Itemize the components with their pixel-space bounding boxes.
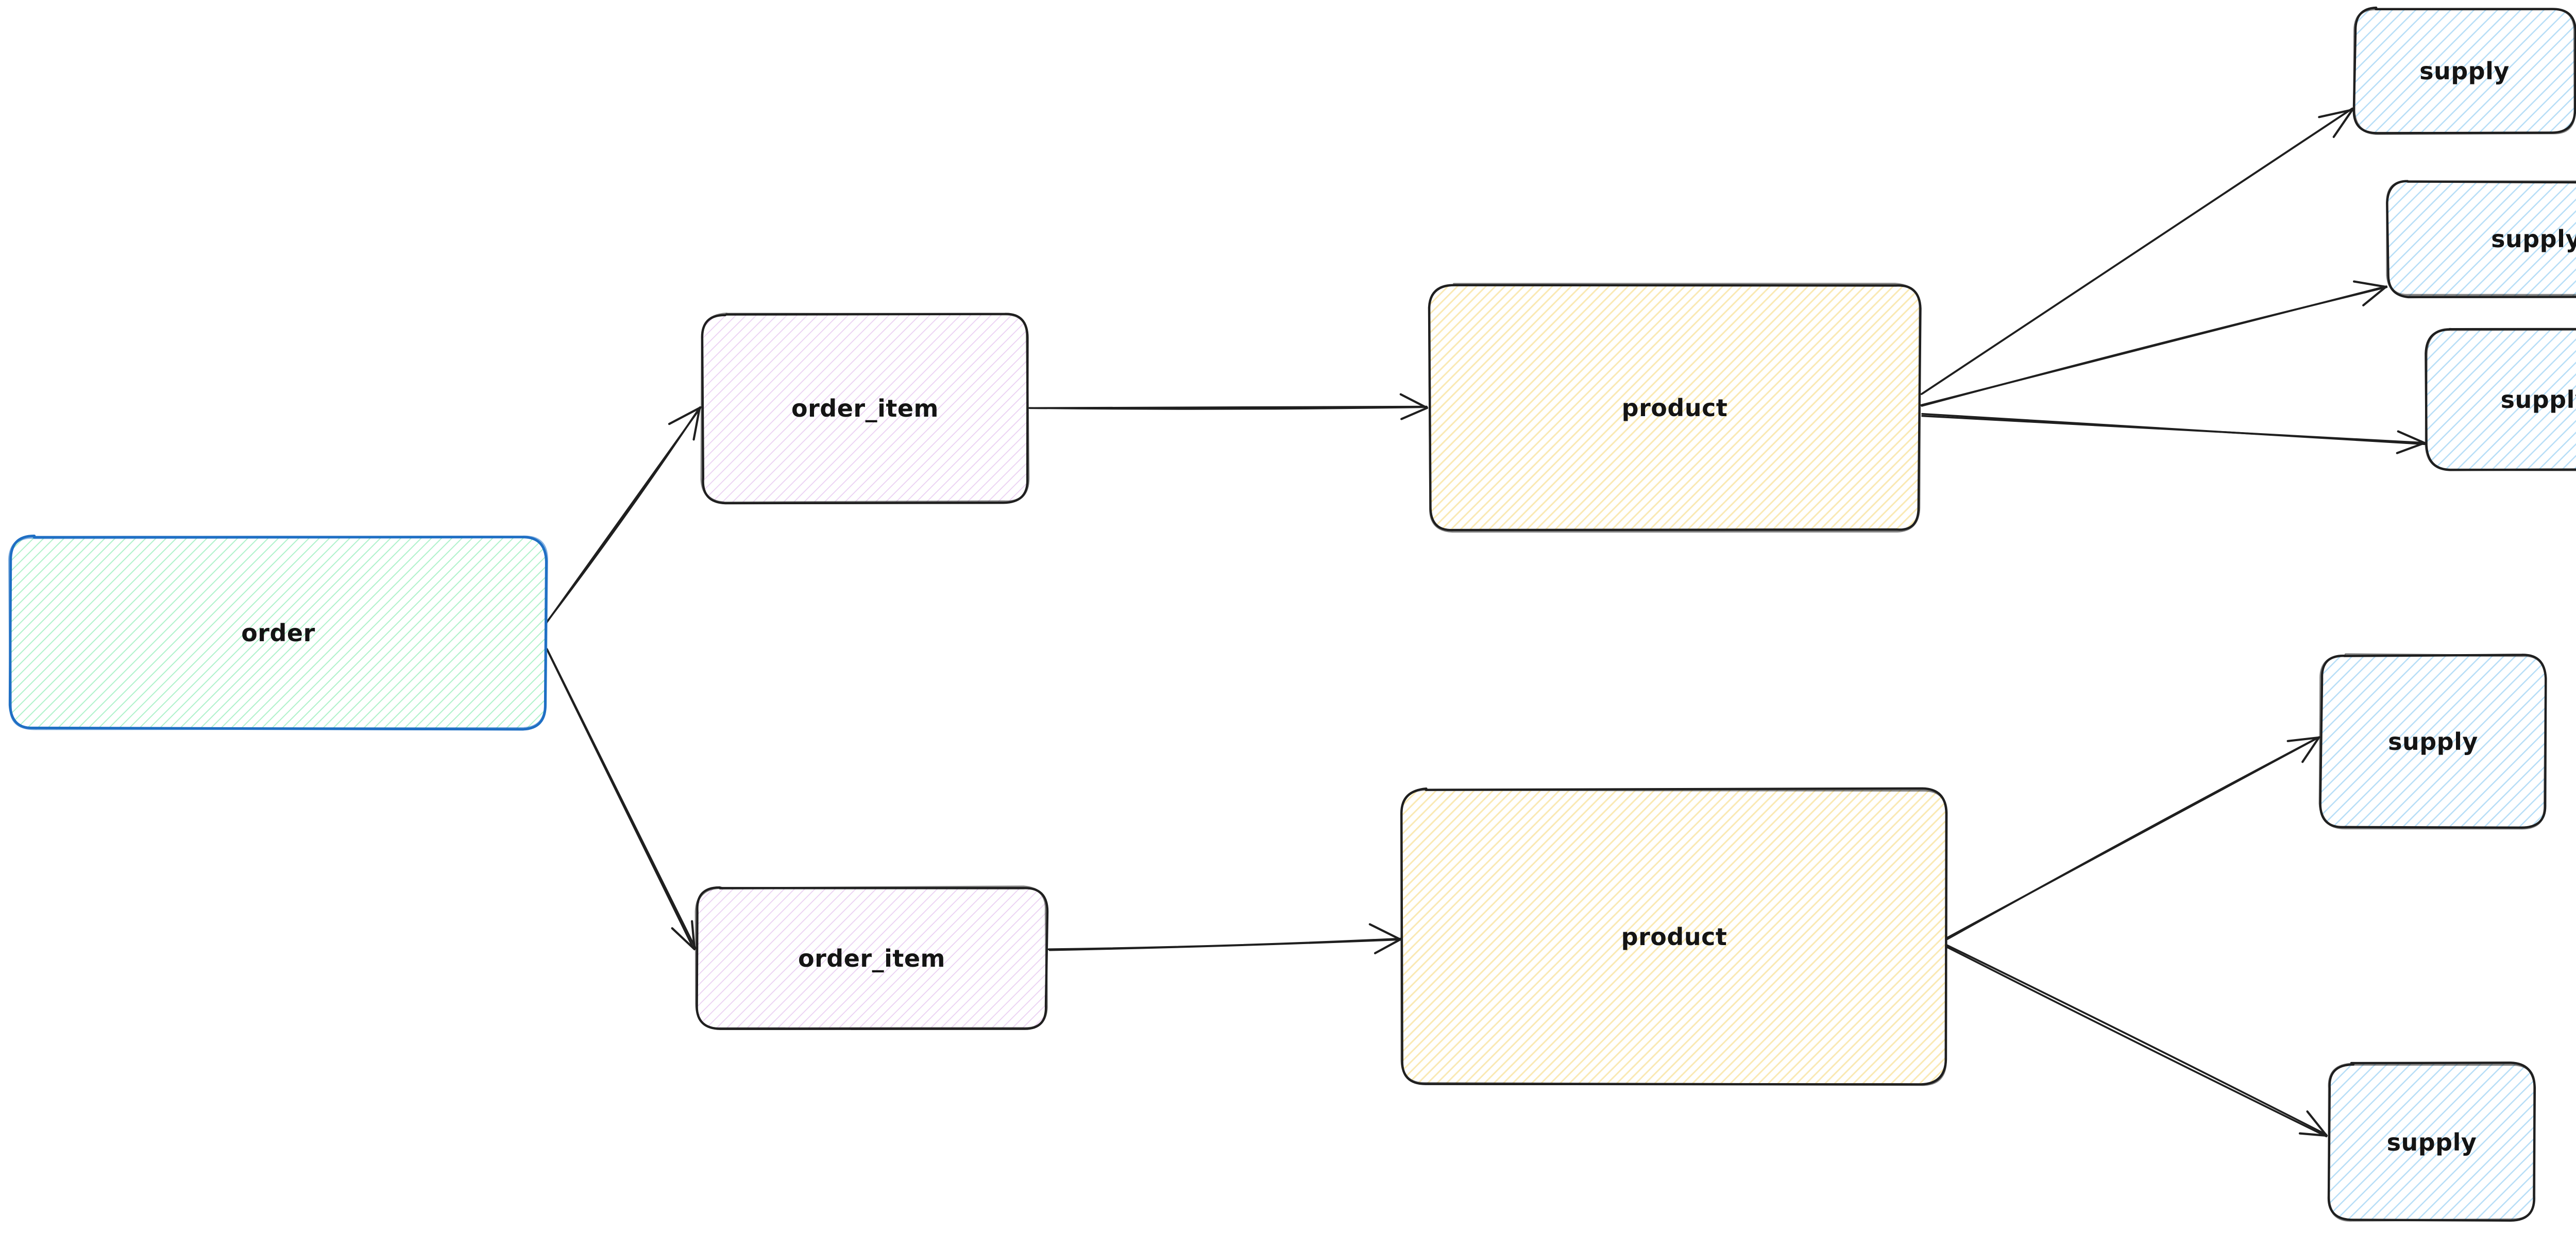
node-outline	[700, 312, 1030, 504]
edge-product_top-to-supply_3	[1921, 413, 2426, 454]
arrowhead-stroke	[2396, 441, 2426, 454]
arrowhead-stroke	[1400, 406, 1429, 420]
node-order_item_top[interactable]	[700, 312, 1030, 505]
node-order[interactable]	[8, 535, 548, 731]
arrowhead-stroke	[2353, 280, 2387, 288]
arrowhead-stroke	[2301, 736, 2320, 763]
arrowhead-stroke	[671, 927, 696, 951]
arrowhead-stroke	[2397, 430, 2426, 444]
arrowhead-stroke	[1399, 393, 1429, 409]
edge-stroke	[1047, 937, 1402, 950]
arrowhead-icon	[671, 920, 696, 951]
arrowhead-icon	[1399, 393, 1429, 420]
arrowhead-stroke	[1368, 923, 1402, 941]
edge-stroke	[1028, 406, 1428, 410]
node-fill	[2353, 8, 2574, 134]
node-fill	[10, 536, 547, 730]
node-supply_5[interactable]	[2327, 1061, 2536, 1222]
edge-stroke	[1921, 107, 2353, 395]
arrowhead-stroke	[692, 406, 701, 441]
edge-order_item_bottom-to-product_bottom	[1047, 923, 1402, 954]
arrowhead-icon	[2318, 108, 2354, 138]
node-outline	[1400, 788, 1948, 1086]
arrowhead-stroke	[691, 920, 696, 951]
edge-order_item_top-to-product_top	[1028, 393, 1429, 420]
node-fill	[2320, 655, 2546, 829]
edge-product_top-to-supply_2	[1920, 280, 2388, 407]
edge-stroke	[546, 649, 694, 950]
node-outline	[8, 535, 548, 730]
edges-layer	[545, 107, 2426, 1138]
node-outline	[2425, 328, 2576, 471]
node-fill	[2387, 181, 2576, 297]
node-fill	[2328, 1064, 2535, 1221]
edge-order-to-order_item_top	[545, 406, 702, 625]
node-outline	[694, 885, 1048, 1030]
arrowhead-icon	[1368, 923, 1402, 954]
node-fill	[1430, 284, 1920, 531]
arrowhead-icon	[2298, 1110, 2328, 1137]
node-fill	[2426, 329, 2576, 470]
node-outline	[2353, 8, 2576, 135]
node-supply_3[interactable]	[2425, 328, 2576, 471]
nodes-layer	[8, 6, 2576, 1222]
edge-stroke	[1921, 415, 2425, 444]
node-outline	[1428, 283, 1921, 533]
edge-stroke	[1945, 946, 2328, 1138]
node-product_top[interactable]	[1428, 283, 1922, 533]
node-outline	[2328, 1063, 2536, 1222]
arrowhead-icon	[2353, 280, 2387, 306]
arrowhead-stroke	[2306, 1110, 2328, 1137]
node-supply_2[interactable]	[2386, 180, 2576, 299]
edge-product_top-to-supply_1	[1920, 107, 2354, 395]
edge-stroke	[1921, 286, 2388, 407]
edge-product_bottom-to-supply_5	[1945, 944, 2328, 1138]
node-outline	[2386, 180, 2576, 297]
arrowhead-stroke	[2332, 108, 2354, 138]
edge-stroke	[545, 406, 701, 624]
edge-stroke	[1048, 938, 1401, 951]
node-fill	[702, 314, 1028, 502]
node-fill	[1402, 789, 1946, 1085]
arrowhead-icon	[2396, 430, 2426, 454]
node-outline	[2318, 653, 2547, 830]
edge-product_bottom-to-supply_4	[1945, 736, 2320, 940]
edge-order-to-order_item_bottom	[546, 648, 697, 951]
arrowhead-stroke	[668, 406, 701, 425]
node-supply_1[interactable]	[2352, 6, 2576, 135]
edge-stroke	[1946, 737, 2319, 940]
arrowhead-icon	[2286, 736, 2320, 763]
node-order_item_bottom[interactable]	[694, 885, 1049, 1030]
node-supply_4[interactable]	[2318, 653, 2547, 830]
arrowhead-stroke	[2362, 285, 2387, 306]
edge-stroke	[1946, 944, 2327, 1136]
arrowhead-stroke	[2286, 736, 2320, 742]
node-fill	[696, 886, 1047, 1029]
arrowhead-icon	[668, 406, 701, 441]
arrowhead-stroke	[2318, 108, 2354, 118]
node-product_bottom[interactable]	[1400, 787, 1948, 1086]
arrowhead-stroke	[2298, 1132, 2328, 1137]
arrowhead-stroke	[1374, 938, 1402, 954]
